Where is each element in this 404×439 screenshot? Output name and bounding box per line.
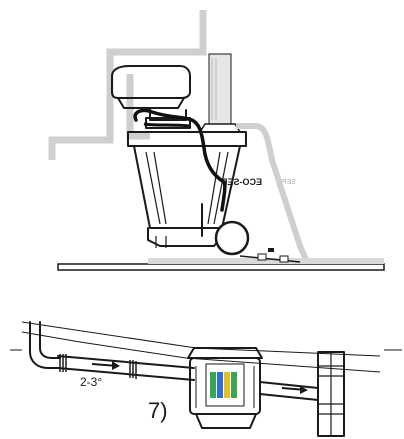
top-installation-view: ECO-SEP SEP <box>48 10 385 271</box>
step-number: 7) <box>148 398 168 423</box>
slope-angle-label: 2-3° <box>80 375 102 389</box>
wheel <box>214 220 250 256</box>
filter-layer-blue <box>217 372 223 398</box>
ground-plane <box>57 263 385 271</box>
wall-outline <box>48 10 207 160</box>
filter-layer-green <box>210 372 216 398</box>
filter-unit <box>187 347 263 429</box>
bottom-pipe-detail: 2-3° 7) <box>10 321 402 437</box>
sep-label: SEP <box>282 179 296 186</box>
wall-step <box>126 74 150 140</box>
eco-sep-label: ECO-SEP <box>221 177 262 187</box>
inlet-ribs <box>59 354 137 379</box>
vertical-drain-pipe <box>317 351 345 437</box>
inlet-pipe <box>57 355 195 369</box>
sep-outlet-pipe <box>236 123 311 266</box>
black-hose <box>133 108 227 212</box>
outlet-pipe <box>259 381 319 389</box>
filter-layer-yellow <box>224 372 230 398</box>
down-pipe <box>29 321 61 369</box>
